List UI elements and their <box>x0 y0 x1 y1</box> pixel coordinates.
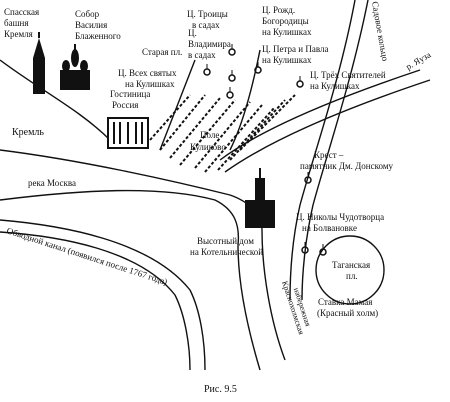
vsekh-label: Ц. Всех святых на Кулишках <box>118 68 179 89</box>
yauza-river-line-b <box>224 79 431 173</box>
church-icon <box>319 244 327 256</box>
moskva-river-north <box>0 149 286 361</box>
pole-label: Поле Куликово <box>190 130 226 152</box>
church-icon <box>254 62 262 74</box>
church-icon <box>226 87 234 99</box>
church-markers <box>203 44 327 256</box>
church-icon <box>304 172 312 184</box>
reka-label: река Москва <box>28 178 76 188</box>
vysotny-label: Высотный дом на Котельнической <box>190 236 263 257</box>
church-icon <box>203 64 211 76</box>
spasskaya-label: Спасская башня Кремля <box>4 7 41 39</box>
troitsy-label: Ц. Троицы в садах <box>187 9 230 30</box>
spasskaya-tower-icon <box>33 32 45 94</box>
krest-label: Крест – памятник Дм. Донскому <box>300 150 394 171</box>
church-icon <box>228 44 236 56</box>
obvodnoy-canal-b <box>0 231 191 371</box>
gostinitsa-label: Гостиница Россия <box>110 89 153 110</box>
sadovoe-ring-line-b <box>301 0 369 301</box>
sobor-label: Собор Василия Блаженного <box>75 9 121 41</box>
church-icon <box>296 76 304 88</box>
moskva-river-south <box>0 189 261 371</box>
skyscraper-icon <box>245 168 275 228</box>
vladimira-label: Ц. Владимира в садах <box>188 28 233 60</box>
hotel-rossiya-icon <box>107 117 149 149</box>
street-line <box>229 49 261 151</box>
taganskaya-label: Таганская пл. <box>332 260 372 281</box>
st-basil-cathedral-icon <box>60 44 90 90</box>
church-icon <box>228 70 236 82</box>
taganskaya-square <box>315 235 385 305</box>
petra-label: Ц. Петра и Павла на Кулишках <box>262 44 331 65</box>
obvodnoy-label: Обводной канал (появился после 1767 года… <box>5 225 168 287</box>
staraya-label: Старая пл. <box>142 47 182 57</box>
tryokh-label: Ц. Трёх Святителей на Кулишках <box>310 70 388 91</box>
rozhd-label: Ц. Рожд. Богородицы на Кулишках <box>262 5 312 37</box>
street-line <box>159 59 196 151</box>
kremlin-wall-line <box>0 59 111 141</box>
figure-caption: Рис. 9.5 <box>204 384 237 395</box>
kosmo-label: Краснохолмская набережная <box>280 277 315 337</box>
yauza-label: р. Яуза <box>404 50 432 72</box>
obvodnoy-canal-a <box>0 219 206 371</box>
nikoly-label: Ц. Николы Чудотворца на Болвановке <box>296 212 386 233</box>
kreml-label: Кремль <box>12 127 44 138</box>
sadovoe-label: Садовое кольцо <box>370 1 390 63</box>
kulikovo-field-hatch <box>149 94 296 173</box>
church-icon <box>301 242 309 254</box>
sadovoe-ring-line-a <box>289 0 356 301</box>
stavka-label: Ставка Мамая (Красный холм) <box>317 297 378 318</box>
